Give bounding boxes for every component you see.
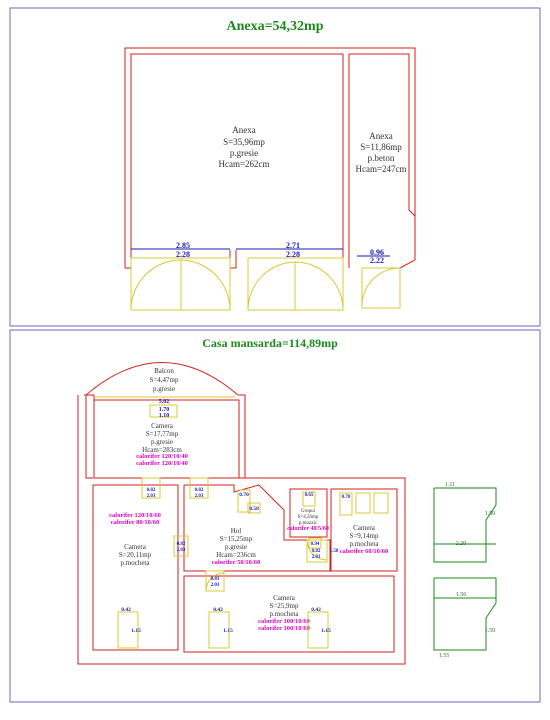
svg-text:calorifer 40/5/60: calorifer 40/5/60 bbox=[287, 526, 329, 532]
svg-text:2.03: 2.03 bbox=[211, 583, 220, 588]
svg-text:calorifer 120/10/60: calorifer 120/10/60 bbox=[109, 512, 161, 519]
anexa-dimensions: 2.85 2.28 2.71 2.28 0.96 2.22 bbox=[131, 241, 390, 265]
svg-text:p.mocheta: p.mocheta bbox=[270, 610, 300, 618]
svg-text:Hcam=262cm: Hcam=262cm bbox=[218, 159, 269, 169]
svg-text:Hol: Hol bbox=[231, 527, 242, 535]
svg-text:1.58: 1.58 bbox=[330, 549, 339, 554]
dim-1-bottom: 2.28 bbox=[176, 250, 190, 259]
mansarda-interior-doors: 0.82 2.03 0.82 2.03 0.82 2.03 0.81 2.03 … bbox=[141, 477, 328, 592]
svg-text:1.15: 1.15 bbox=[131, 628, 141, 634]
svg-text:p.mocheta: p.mocheta bbox=[350, 540, 380, 548]
svg-text:0.82: 0.82 bbox=[312, 549, 321, 554]
svg-text:1.56: 1.56 bbox=[456, 592, 467, 598]
svg-text:calorifer 120/10/40: calorifer 120/10/40 bbox=[136, 460, 188, 467]
svg-text:2.03: 2.03 bbox=[195, 494, 204, 499]
baie-label: Grupul S=4,26mp p.mozaic calorifer 40/5/… bbox=[287, 491, 329, 549]
svg-text:p.gresie: p.gresie bbox=[225, 543, 247, 551]
svg-text:2.20: 2.20 bbox=[456, 541, 467, 547]
svg-text:calorifer 120/10/40: calorifer 120/10/40 bbox=[136, 453, 188, 460]
svg-text:2.03: 2.03 bbox=[147, 494, 156, 499]
svg-text:p.mozaic: p.mozaic bbox=[299, 521, 318, 526]
svg-text:1.70: 1.70 bbox=[159, 407, 170, 413]
svg-text:calorifer 50/10/60: calorifer 50/10/60 bbox=[212, 559, 260, 566]
svg-text:S=15,25mp: S=15,25mp bbox=[220, 535, 253, 543]
side-detail-2: 1.56 1.55 1.50 bbox=[433, 577, 497, 659]
svg-text:0.42: 0.42 bbox=[121, 607, 131, 613]
svg-text:Hcam=247cm: Hcam=247cm bbox=[355, 164, 406, 174]
svg-text:Grupul: Grupul bbox=[301, 509, 316, 514]
mansarda-title: Casa mansarda=114,89mp bbox=[202, 336, 338, 350]
svg-text:1.10: 1.10 bbox=[159, 413, 170, 419]
svg-text:calorifer 100/10/60: calorifer 100/10/60 bbox=[258, 625, 310, 632]
svg-text:p.gresie: p.gresie bbox=[230, 148, 258, 158]
svg-text:Camera: Camera bbox=[124, 543, 147, 551]
dim-1-top: 2.85 bbox=[176, 241, 190, 250]
svg-text:1.50: 1.50 bbox=[485, 511, 496, 517]
svg-text:S=17,77mp: S=17,77mp bbox=[146, 430, 179, 438]
svg-text:0.42: 0.42 bbox=[311, 607, 321, 613]
svg-text:p.gresie: p.gresie bbox=[151, 438, 173, 446]
svg-text:0.42: 0.42 bbox=[213, 607, 223, 613]
camera-bottom-label: Camera S=25,9mp p.mocheta calorifer 100/… bbox=[208, 594, 331, 649]
svg-text:0.70: 0.70 bbox=[342, 495, 351, 500]
dim-2-bottom: 2.28 bbox=[286, 250, 300, 259]
svg-text:calorifer 100/10/60: calorifer 100/10/60 bbox=[258, 618, 310, 625]
svg-text:S=9,14mp: S=9,14mp bbox=[349, 532, 379, 540]
anexa-frame bbox=[9, 7, 541, 327]
svg-text:S=25,9mp: S=25,9mp bbox=[269, 602, 299, 610]
svg-text:Balcon: Balcon bbox=[154, 367, 174, 375]
anexa-doors bbox=[130, 257, 401, 311]
svg-text:1.55: 1.55 bbox=[439, 653, 450, 659]
dim-3-bottom: 2.22 bbox=[370, 256, 384, 265]
svg-text:p.beton: p.beton bbox=[368, 153, 395, 163]
svg-text:S=11,86mp: S=11,86mp bbox=[360, 142, 402, 152]
svg-text:Anexa: Anexa bbox=[369, 131, 393, 141]
svg-text:S=4,26mp: S=4,26mp bbox=[298, 515, 319, 520]
svg-text:S=35,96mp: S=35,96mp bbox=[223, 137, 265, 147]
svg-text:Camera: Camera bbox=[273, 594, 296, 602]
svg-text:Camera: Camera bbox=[151, 422, 174, 430]
dim-3-top: 0.96 bbox=[370, 248, 384, 257]
camera-right-label: Camera S=9,14mp p.mocheta calorifer 60/1… bbox=[330, 492, 389, 555]
svg-text:calorifer 60/10/60: calorifer 60/10/60 bbox=[340, 548, 388, 555]
svg-text:0.81: 0.81 bbox=[211, 577, 220, 582]
svg-text:5.02: 5.02 bbox=[159, 399, 170, 405]
camera-left-label: calorifer 120/10/60 calorifer 80/10/60 C… bbox=[109, 512, 161, 649]
anexa-room-2-label: Anexa S=11,86mp p.beton Hcam=247cm bbox=[355, 131, 406, 174]
svg-text:p.gresie: p.gresie bbox=[153, 385, 175, 393]
svg-text:0.82: 0.82 bbox=[147, 488, 156, 493]
anexa-room-1-label: Anexa S=35,96mp p.gresie Hcam=262cm bbox=[218, 125, 269, 169]
svg-text:0.58: 0.58 bbox=[249, 506, 259, 512]
svg-text:0.70: 0.70 bbox=[239, 492, 249, 498]
svg-text:Hcam=236cm: Hcam=236cm bbox=[216, 551, 256, 559]
svg-text:2.03: 2.03 bbox=[177, 548, 186, 553]
svg-text:0.65: 0.65 bbox=[305, 493, 314, 498]
svg-text:calorifer 80/10/60: calorifer 80/10/60 bbox=[111, 519, 159, 526]
svg-text:Hcam=283cm: Hcam=283cm bbox=[142, 446, 182, 454]
balcon-label: Balcon S=4,47mp p.gresie 5.02 1.70 1.10 bbox=[149, 367, 179, 419]
svg-text:0.82: 0.82 bbox=[195, 488, 204, 493]
svg-text:S=4,47mp: S=4,47mp bbox=[149, 376, 179, 384]
side-detail-1: 1.11 2.20 1.50 bbox=[433, 482, 497, 563]
hol-label: Hol S=15,25mp p.gresie Hcam=236cm calori… bbox=[212, 489, 261, 566]
mansarda-frame bbox=[9, 329, 541, 703]
svg-text:2.03: 2.03 bbox=[312, 555, 321, 560]
mansarda-walls bbox=[77, 362, 406, 665]
svg-text:1.50: 1.50 bbox=[485, 628, 496, 634]
anexa-title: Anexa=54,32mp bbox=[226, 19, 323, 34]
svg-text:0.82: 0.82 bbox=[177, 542, 186, 547]
svg-text:1.11: 1.11 bbox=[445, 482, 455, 488]
svg-text:1.15: 1.15 bbox=[223, 628, 233, 634]
svg-text:S=20,11mp: S=20,11mp bbox=[119, 551, 152, 559]
camera-top-label: Camera S=17,77mp p.gresie Hcam=283cm cal… bbox=[136, 422, 188, 467]
svg-text:1.15: 1.15 bbox=[321, 628, 331, 634]
svg-text:p.mocheta: p.mocheta bbox=[121, 559, 151, 567]
dim-2-top: 2.71 bbox=[286, 241, 300, 250]
svg-text:0.94: 0.94 bbox=[311, 542, 320, 547]
svg-text:Anexa: Anexa bbox=[232, 125, 256, 135]
svg-text:Camera: Camera bbox=[353, 524, 376, 532]
